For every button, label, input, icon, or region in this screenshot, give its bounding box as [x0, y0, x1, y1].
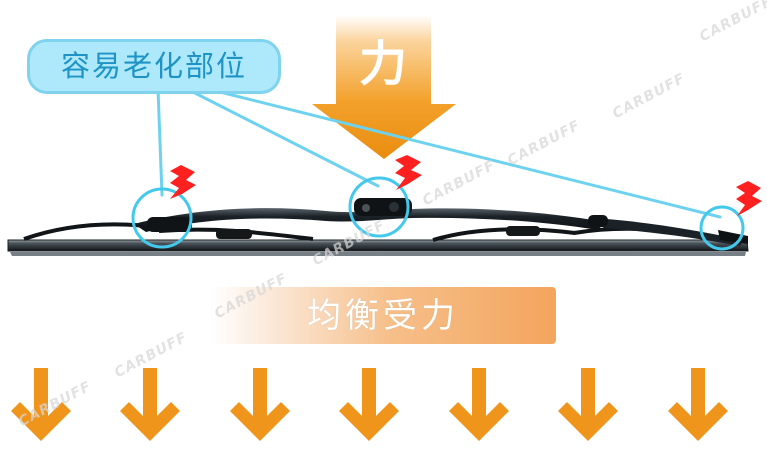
down-arrow-icon	[230, 368, 290, 441]
bottom-arrow-row	[11, 368, 728, 441]
lightning-icon	[736, 181, 762, 216]
callout-line-center	[185, 87, 380, 188]
callout-line-right	[206, 87, 722, 219]
force-label: 力	[358, 36, 407, 92]
down-arrow-icon	[449, 368, 509, 441]
wiper-blade	[7, 198, 749, 256]
callout-line-left	[156, 87, 164, 197]
wear-circle-left	[131, 187, 193, 249]
lightning-icon	[395, 155, 422, 190]
down-arrow-icon	[558, 368, 618, 441]
down-arrow-icon	[339, 368, 399, 441]
callout-label: 容易老化部位	[60, 49, 247, 83]
down-arrow-icon	[120, 368, 180, 441]
lightning-icons	[170, 155, 762, 216]
wear-prone-callout: 容易老化部位	[27, 39, 281, 94]
down-arrow-icon	[668, 368, 728, 441]
callout-lines	[156, 87, 722, 219]
balanced-force-label: 均衡受力	[307, 295, 459, 336]
balanced-force-banner: 均衡受力	[210, 287, 556, 344]
lightning-icon	[170, 165, 196, 199]
wear-highlights	[131, 176, 745, 251]
wear-circle-right	[699, 205, 745, 251]
wear-circle-center	[348, 176, 410, 238]
down-arrow-icon	[11, 368, 71, 441]
